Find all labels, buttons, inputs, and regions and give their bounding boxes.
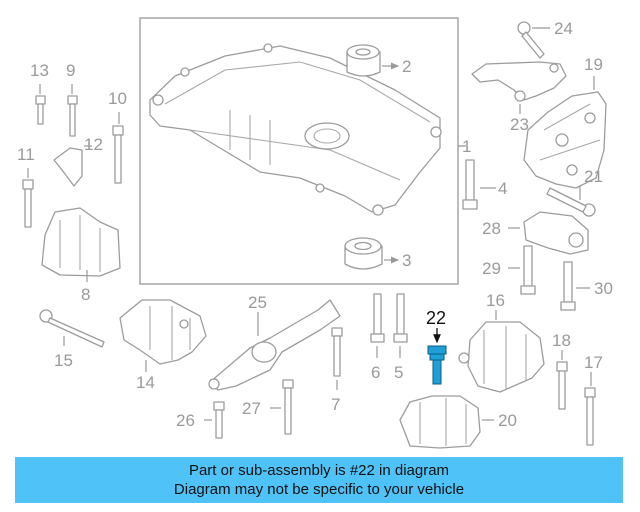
- info-banner: Part or sub-assembly is #22 in diagram D…: [15, 457, 623, 503]
- bolt-9[interactable]: [67, 95, 78, 137]
- bolt-11[interactable]: [22, 179, 34, 228]
- label-19: 19: [584, 55, 603, 74]
- bolt-17[interactable]: [584, 387, 596, 446]
- subframe-bushing-upper[interactable]: [346, 44, 381, 77]
- label-4: 4: [498, 179, 507, 198]
- bolt-30[interactable]: [560, 261, 576, 311]
- mount-bracket-19[interactable]: [523, 91, 607, 189]
- bolt-24[interactable]: [517, 21, 545, 59]
- label-26: 26: [176, 411, 195, 430]
- bolt-5[interactable]: [393, 293, 408, 343]
- label-25: 25: [248, 293, 267, 312]
- banner-line-1: Part or sub-assembly is #22 in diagram: [188, 462, 450, 479]
- label-30: 30: [594, 279, 613, 298]
- bracket-12[interactable]: [53, 147, 83, 187]
- label-18: 18: [552, 331, 571, 350]
- label-8: 8: [81, 285, 90, 304]
- label-23: 23: [510, 115, 529, 134]
- bolt-10[interactable]: [112, 125, 124, 184]
- label-5: 5: [394, 363, 403, 382]
- label-2: 2: [402, 57, 411, 76]
- label-20: 20: [498, 411, 517, 430]
- label-12: 12: [84, 135, 103, 154]
- label-29: 29: [482, 259, 501, 278]
- bolt-18[interactable]: [556, 361, 568, 410]
- bolt-22-highlighted[interactable]: [427, 345, 447, 385]
- transmission-mount-16[interactable]: [458, 321, 545, 393]
- label-15: 15: [54, 351, 73, 370]
- parts-diagram: 1 2 3 4 5 6 7 8 9 10 11 12 13 14 15 16 1…: [17, 17, 613, 449]
- engine-mount-left[interactable]: [41, 207, 121, 277]
- label-11: 11: [17, 145, 35, 164]
- bolt-4[interactable]: [462, 159, 478, 210]
- label-24: 24: [554, 19, 573, 38]
- bolt-7[interactable]: [331, 327, 343, 377]
- label-1: 1: [462, 137, 471, 156]
- bolt-29[interactable]: [520, 245, 536, 295]
- torque-rod-25[interactable]: [208, 299, 341, 391]
- bolt-6[interactable]: [370, 293, 385, 343]
- label-27: 27: [242, 399, 261, 418]
- mount-20[interactable]: [399, 395, 481, 449]
- label-6: 6: [371, 363, 380, 382]
- label-16: 16: [486, 291, 505, 310]
- label-9: 9: [66, 61, 75, 80]
- label-14: 14: [136, 373, 155, 392]
- mount-block-28[interactable]: [523, 211, 589, 255]
- label-13: 13: [30, 61, 49, 80]
- support-arm-23[interactable]: [471, 61, 567, 102]
- mount-bracket-14[interactable]: [119, 299, 207, 365]
- label-7: 7: [331, 395, 340, 414]
- subframe-group-box: [139, 17, 459, 285]
- bolt-15[interactable]: [39, 309, 105, 348]
- label-22: 22: [426, 308, 446, 328]
- bolt-21[interactable]: [546, 187, 596, 217]
- bolt-13[interactable]: [35, 95, 46, 125]
- bolt-27[interactable]: [282, 379, 294, 435]
- bolt-26[interactable]: [213, 401, 225, 439]
- label-17: 17: [584, 353, 603, 372]
- label-21: 21: [584, 167, 603, 186]
- subframe-crossmember[interactable]: [149, 43, 442, 216]
- label-28: 28: [482, 219, 501, 238]
- label-3: 3: [402, 251, 411, 270]
- label-10: 10: [108, 89, 127, 108]
- banner-line-2: Diagram may not be specific to your vehi…: [173, 481, 465, 498]
- subframe-bushing-lower[interactable]: [344, 237, 383, 270]
